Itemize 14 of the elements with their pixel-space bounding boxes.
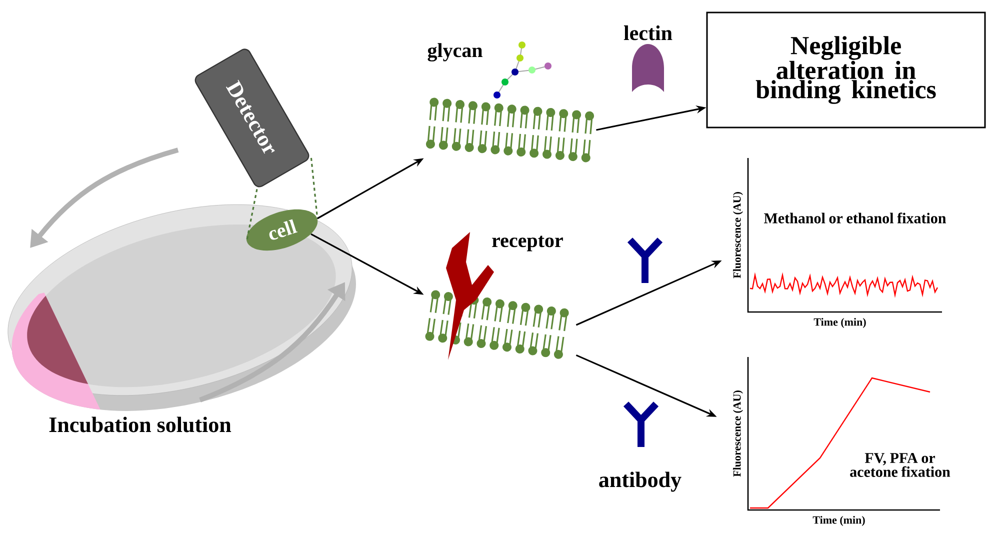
axis-label: Fluorescence (AU) (733, 192, 743, 278)
connector-line (246, 189, 258, 242)
axis-label: Time (min) (814, 318, 866, 328)
chart-title: FV, PFA or acetone fixation (850, 453, 950, 477)
chart-title: Methanol or ethanol fixation (764, 212, 946, 224)
node-heading: glycan (428, 43, 482, 62)
node-heading: receptor (492, 236, 563, 252)
text-label: lectin (624, 25, 672, 40)
text-label: Incubation solution (49, 416, 232, 432)
text-label: antibody (599, 472, 682, 492)
result-box: Negligible alteration in binding kinetics (706, 12, 986, 128)
connector-line (310, 158, 318, 219)
axis-label: Fluorescence (AU) (733, 390, 743, 477)
axis-label: Time (min) (812, 516, 865, 526)
